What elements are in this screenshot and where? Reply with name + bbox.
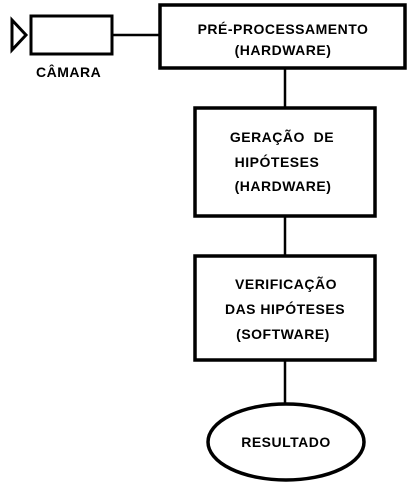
hypothesis-verification-box (193, 254, 377, 362)
result-ellipse (206, 402, 366, 482)
hypothesis-generation-line1: GERAÇÃO DE (230, 128, 334, 145)
result-label: RESULTADO (241, 434, 331, 450)
hypothesis-generation-box (193, 106, 377, 218)
hypothesis-verification-line3: (SOFTWARE) (236, 326, 330, 342)
connectors (112, 33, 287, 404)
hypothesis-generation-line3: (HARDWARE) (235, 178, 332, 194)
hypothesis-verification-line2: DAS HIPÓTESES (225, 300, 345, 317)
hypothesis-verification-line1: VERIFICAÇÃO (235, 275, 337, 292)
preprocessing-label-line1: PRÉ-PROCESSAMENTO (198, 21, 369, 37)
preprocessing-box (158, 3, 407, 70)
camera-label: CÂMARA (36, 63, 101, 80)
camera-icon (10, 14, 114, 56)
hypothesis-generation-line2: HIPÓTESES (235, 153, 320, 170)
preprocessing-label-line2: (HARDWARE) (235, 42, 332, 58)
